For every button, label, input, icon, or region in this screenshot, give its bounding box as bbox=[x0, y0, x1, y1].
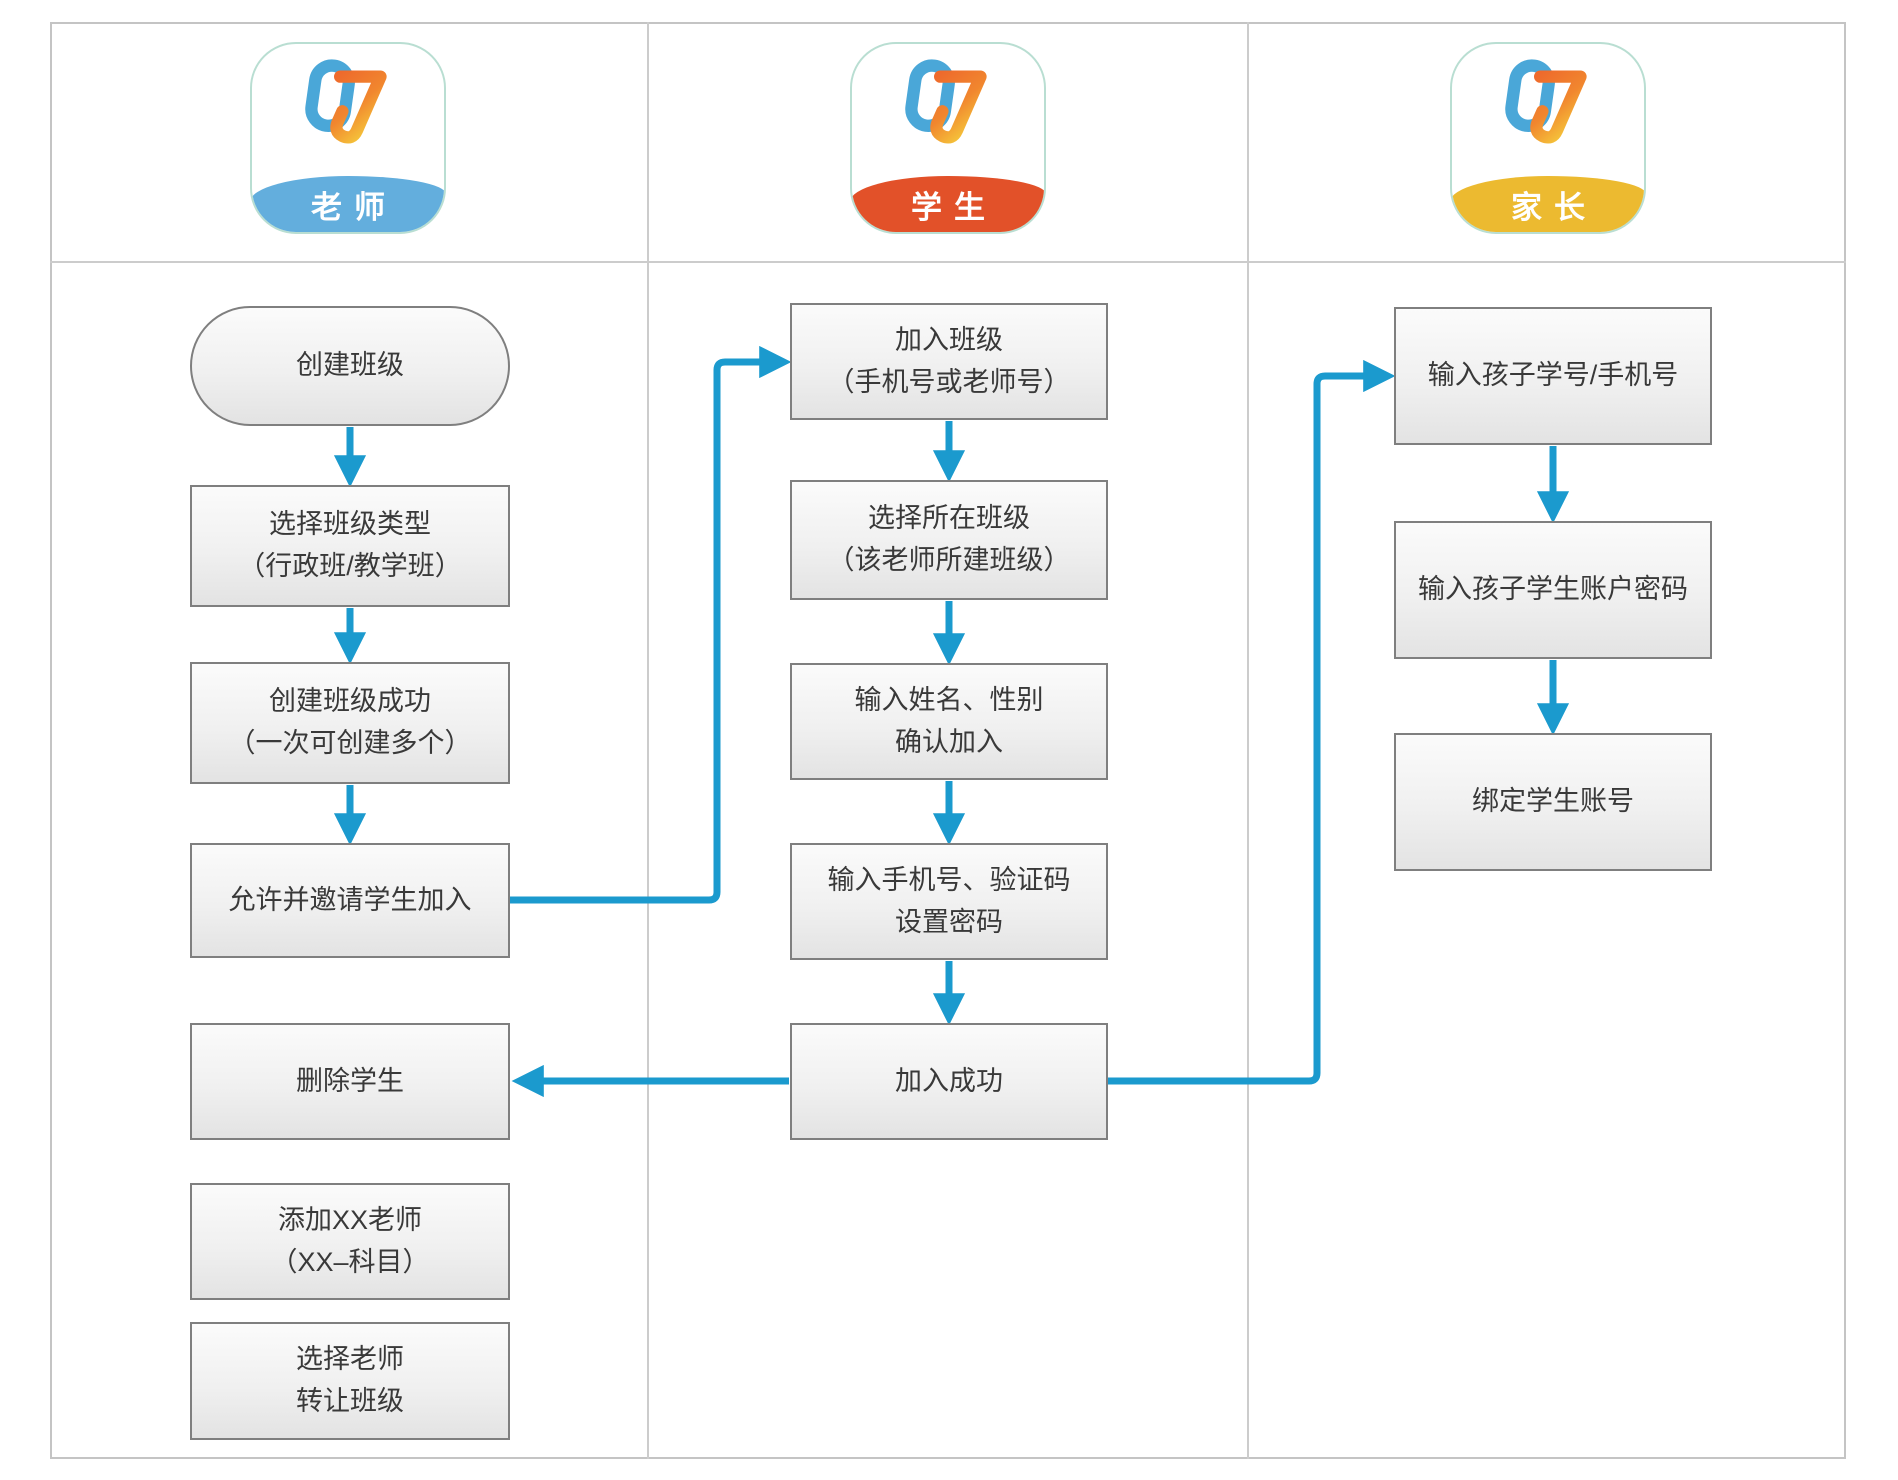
student-icon-banner-label: 学生 bbox=[911, 189, 997, 225]
node-delete-student: 删除学生 bbox=[190, 1023, 510, 1140]
column-divider-1 bbox=[647, 22, 649, 1459]
node-label: 输入孩子学号/手机号 bbox=[1427, 360, 1679, 391]
node-join-success: 加入成功 bbox=[790, 1023, 1108, 1140]
student-icon-banner: 学生 bbox=[852, 176, 1044, 232]
node-create-class-success: 创建班级成功 （一次可创建多个） bbox=[190, 662, 510, 784]
parent-icon-banner-label: 家长 bbox=[1511, 189, 1597, 225]
node-label: 删除学生 bbox=[296, 1065, 404, 1096]
node-label: 确认加入 bbox=[895, 726, 1003, 757]
teacher-app-icon: 老师 bbox=[250, 42, 446, 234]
node-label: 输入孩子学生账户密码 bbox=[1418, 574, 1688, 605]
node-label: 添加XX老师 bbox=[277, 1204, 423, 1235]
node-create-class: 创建班级 bbox=[190, 306, 510, 426]
node-label: 加入成功 bbox=[895, 1065, 1003, 1096]
node-label: （一次可创建多个） bbox=[228, 728, 472, 758]
logo-seven-shape bbox=[330, 70, 387, 144]
logo-zero-shape bbox=[1505, 59, 1555, 132]
header-separator bbox=[50, 261, 1846, 263]
node-bind-student-account: 绑定学生账号 bbox=[1394, 733, 1712, 871]
parent-icon-banner: 家长 bbox=[1452, 176, 1644, 232]
logo-zero-shape bbox=[905, 59, 955, 132]
node-label: 允许并邀请学生加入 bbox=[228, 884, 472, 915]
app-logo-icon bbox=[1505, 59, 1587, 144]
column-divider-2 bbox=[1247, 22, 1249, 1459]
node-select-joined-class: 选择所在班级 （该老师所建班级） bbox=[790, 480, 1108, 600]
node-label: 创建班级成功 bbox=[269, 686, 431, 717]
node-add-teacher: 添加XX老师 （XX–科目） bbox=[190, 1183, 510, 1300]
student-app-icon: 学生 bbox=[850, 42, 1046, 234]
node-label: 加入班级 bbox=[895, 324, 1003, 355]
node-select-class-type: 选择班级类型 （行政班/教学班） bbox=[190, 485, 510, 607]
node-label: 转让班级 bbox=[296, 1386, 404, 1416]
node-label: 选择所在班级 bbox=[868, 503, 1030, 534]
node-label: 输入姓名、性别 bbox=[854, 684, 1044, 715]
node-label: （该老师所建班级） bbox=[827, 545, 1071, 575]
teacher-icon-banner: 老师 bbox=[252, 176, 444, 232]
teacher-icon-banner-label: 老师 bbox=[311, 189, 397, 225]
node-label: 选择班级类型 bbox=[269, 509, 431, 540]
node-enter-child-password: 输入孩子学生账户密码 bbox=[1394, 521, 1712, 659]
node-enter-phone-code: 输入手机号、验证码 设置密码 bbox=[790, 843, 1108, 960]
diagram-frame bbox=[50, 22, 1846, 1459]
node-label: 绑定学生账号 bbox=[1472, 786, 1634, 817]
node-enter-child-id: 输入孩子学号/手机号 bbox=[1394, 307, 1712, 445]
logo-zero-shape bbox=[305, 59, 355, 132]
node-label: 创建班级 bbox=[296, 350, 404, 381]
app-logo-icon bbox=[905, 59, 987, 144]
logo-seven-shape bbox=[1530, 70, 1587, 144]
node-invite-students: 允许并邀请学生加入 bbox=[190, 843, 510, 958]
node-label: 输入手机号、验证码 bbox=[827, 864, 1071, 895]
node-join-class: 加入班级 （手机号或老师号） bbox=[790, 303, 1108, 420]
logo-seven-shape bbox=[930, 70, 987, 144]
node-label: （行政班/教学班） bbox=[238, 551, 462, 581]
node-label: 选择老师 bbox=[296, 1344, 404, 1375]
node-label: 设置密码 bbox=[895, 906, 1003, 937]
parent-app-icon: 家长 bbox=[1450, 42, 1646, 234]
node-enter-name-gender: 输入姓名、性别 确认加入 bbox=[790, 663, 1108, 780]
node-label: （XX–科目） bbox=[270, 1246, 430, 1277]
node-label: （手机号或老师号） bbox=[827, 366, 1071, 397]
app-logo-icon bbox=[305, 59, 387, 144]
node-transfer-class: 选择老师 转让班级 bbox=[190, 1322, 510, 1440]
